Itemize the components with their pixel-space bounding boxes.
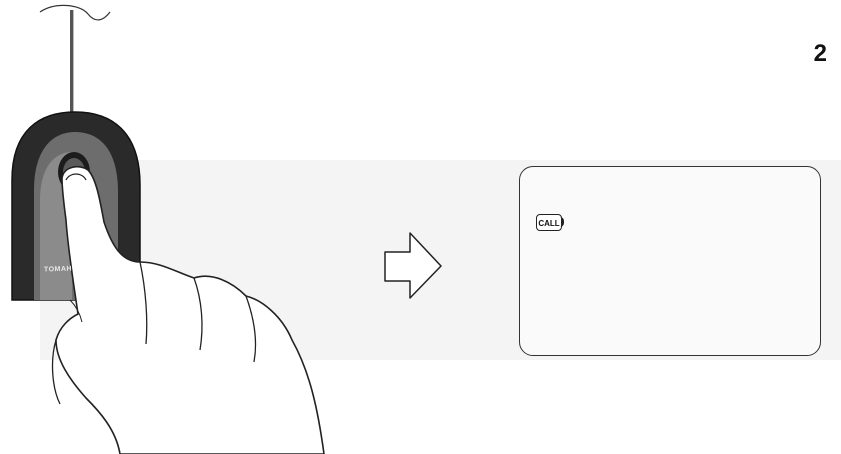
call-icon: CALL xyxy=(536,214,562,231)
fob-brand-label: TOMAH xyxy=(44,266,72,274)
pointing-finger-icon xyxy=(53,167,324,454)
remote-display-panel: CALL xyxy=(519,166,821,356)
right-arrow-icon xyxy=(385,233,441,298)
